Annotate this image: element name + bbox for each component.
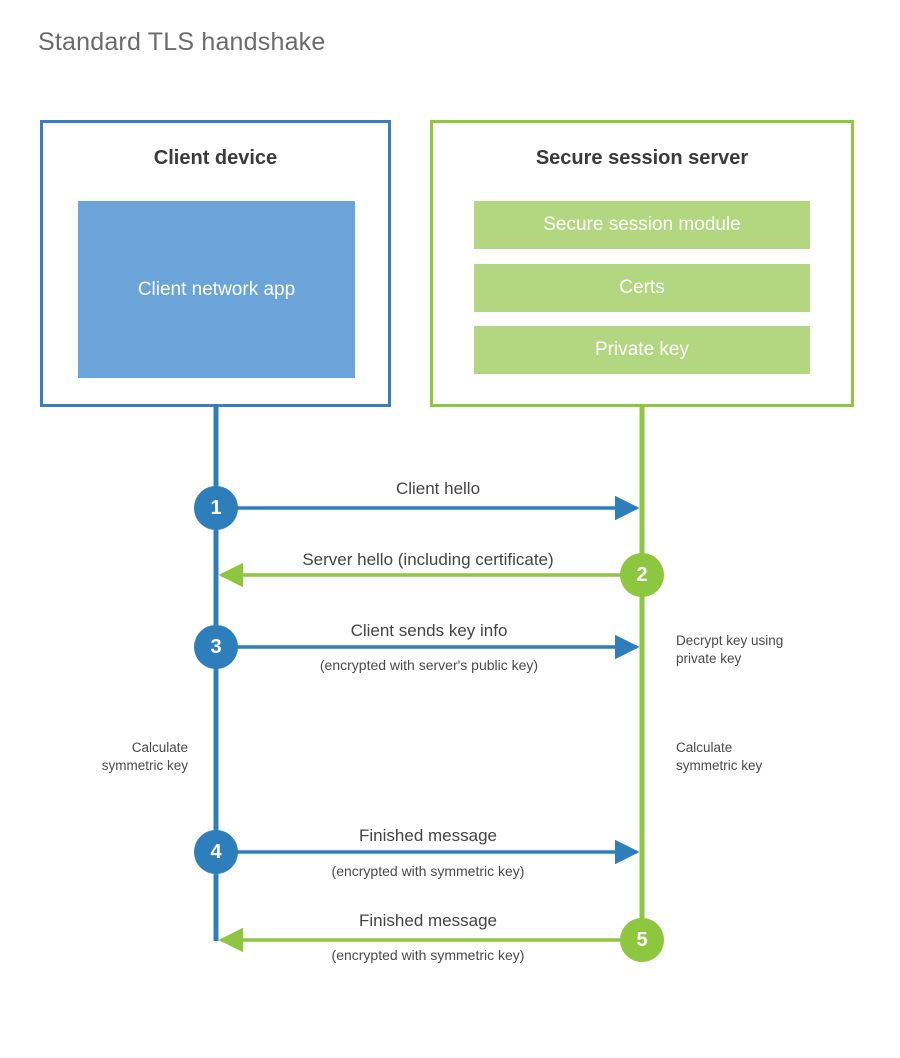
server-component-label: Secure session module (543, 214, 741, 235)
server-component-certs: Certs (474, 264, 810, 312)
step-number: 3 (210, 635, 222, 658)
page-title: Standard TLS handshake (38, 28, 326, 56)
message-label-step-4: Finished message (359, 826, 497, 845)
step-number: 5 (636, 928, 648, 951)
step-number: 4 (210, 840, 222, 863)
step-marker-2[interactable]: 2 (620, 553, 664, 597)
server-component-label: Certs (619, 277, 665, 298)
secure-session-server-title: Secure session server (535, 147, 749, 169)
message-sublabel-step-4: (encrypted with symmetric key) (331, 863, 525, 879)
step-marker-3[interactable]: 3 (194, 625, 238, 669)
client-network-app-block: Client network app (78, 201, 355, 378)
message-sublabel-step-5: (encrypted with symmetric key) (331, 947, 525, 963)
message-sublabel-step-3: (encrypted with server's public key) (319, 657, 539, 673)
step-number: 1 (210, 496, 222, 519)
message-label-step-1: Client hello (395, 479, 481, 498)
step-marker-1[interactable]: 1 (194, 486, 238, 530)
step-marker-4[interactable]: 4 (194, 830, 238, 874)
client-device-title: Client device (153, 147, 278, 169)
message-label-step-2: Server hello (including certificate) (302, 550, 554, 569)
step-number: 2 (636, 563, 648, 586)
server-component-private-key: Private key (474, 326, 810, 374)
message-label-step-3: Client sends key info (350, 621, 508, 640)
message-label-step-5: Finished message (359, 911, 497, 930)
secure-session-server-box: Secure session server Secure session mod… (430, 120, 854, 407)
note-server-calculate-symmetric-key: Calculate symmetric key (676, 740, 763, 773)
client-device-box: Client device Client network app (40, 120, 391, 407)
note-client-calculate-symmetric-key: Calculate symmetric key (101, 740, 188, 773)
note-decrypt-key: Decrypt key using private key (676, 633, 784, 666)
server-component-secure-session-module: Secure session module (474, 201, 810, 249)
step-marker-5[interactable]: 5 (620, 918, 664, 962)
client-network-app-label: Client network app (137, 279, 296, 300)
server-component-label: Private key (595, 339, 689, 360)
